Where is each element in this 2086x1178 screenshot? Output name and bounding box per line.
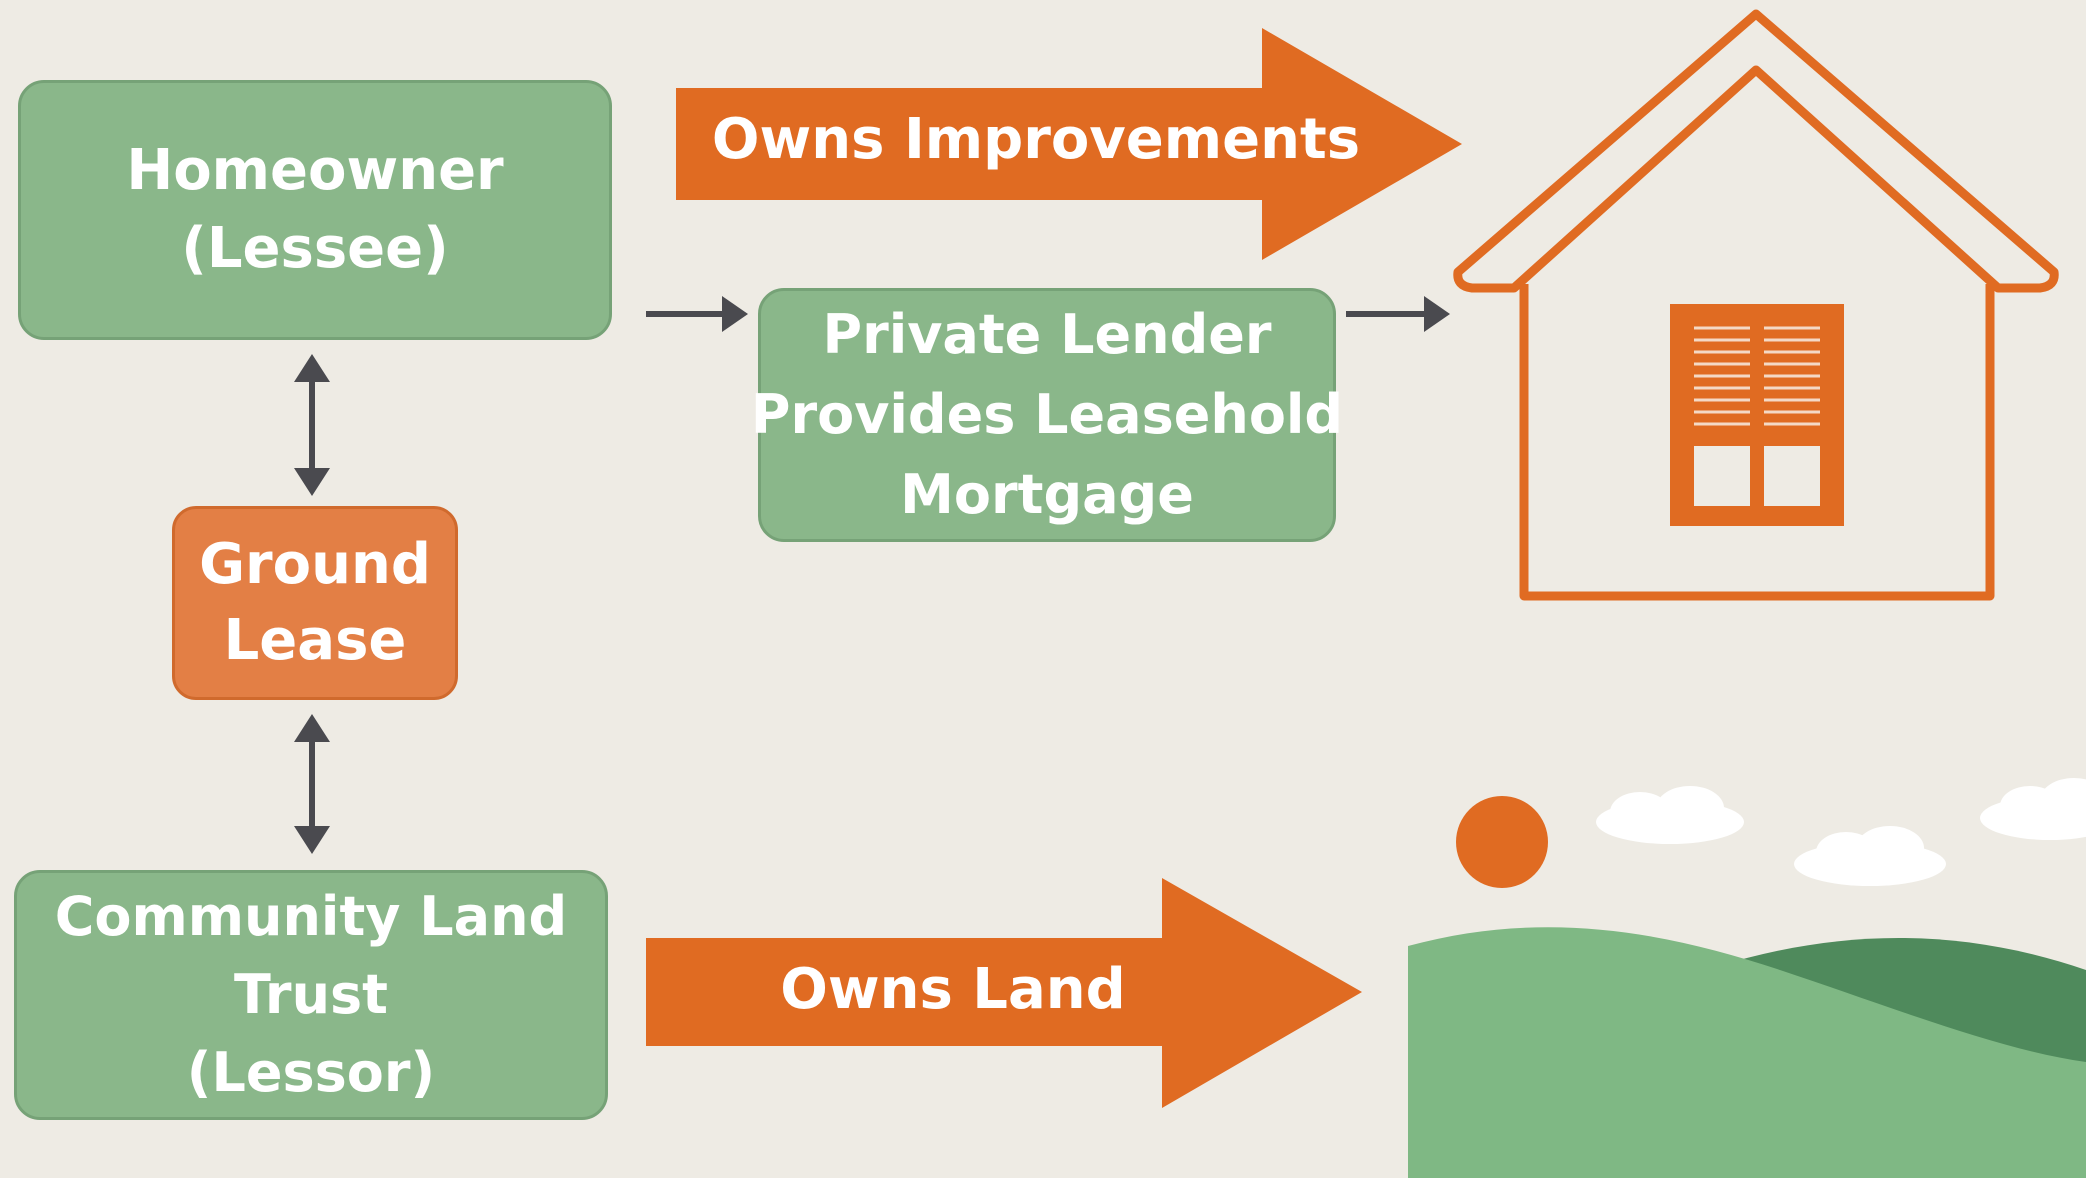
clt-line-1: Community Land xyxy=(54,885,568,948)
lender-line-1: Private Lender xyxy=(822,303,1272,366)
hills-icon xyxy=(1408,927,2086,1178)
house-roof xyxy=(1453,9,2059,293)
arrow-homeowner-ground-lease-top xyxy=(294,354,330,382)
lender-line-2: Provides Leasehold xyxy=(750,383,1344,446)
window-pane-right xyxy=(1764,446,1820,506)
ground-lease-line-1: Ground xyxy=(199,532,431,597)
arrow-homeowner-to-lender-head xyxy=(722,296,748,332)
private-lender-box: Private Lender Provides Leasehold Mortga… xyxy=(751,288,1343,542)
clt-line-3: (Lessor) xyxy=(186,1041,436,1104)
sun-icon xyxy=(1456,796,1548,888)
cloud-icon xyxy=(1596,778,2086,886)
owns-land-arrow xyxy=(646,878,1362,1108)
arrow-homeowner-ground-lease-bottom xyxy=(294,468,330,496)
community-land-trust-box: Community Land Trust (Lessor) xyxy=(14,870,608,1120)
owns-land-label: Owns Land xyxy=(780,957,1126,1022)
arrow-ground-lease-clt-top xyxy=(294,714,330,742)
homeowner-line-2: (Lessee) xyxy=(181,216,449,281)
connector-arrows xyxy=(294,296,1450,854)
owns-improvements-arrow xyxy=(676,28,1462,260)
window-pane-left xyxy=(1694,446,1750,506)
arrow-lender-to-house-head xyxy=(1424,296,1450,332)
house-walls xyxy=(1519,284,1995,601)
ground-lease-box: Ground Lease xyxy=(172,506,458,700)
clt-line-2: Trust xyxy=(234,963,388,1026)
window-icon xyxy=(1670,304,1844,526)
arrow-ground-lease-clt-bottom xyxy=(294,826,330,854)
homeowner-line-1: Homeowner xyxy=(126,138,504,203)
homeowner-box: Homeowner (Lessee) xyxy=(18,80,612,340)
lender-line-3: Mortgage xyxy=(900,463,1194,526)
house-icon xyxy=(1453,9,2059,601)
ground-lease-line-2: Lease xyxy=(223,608,407,673)
owns-improvements-label: Owns Improvements xyxy=(711,107,1361,172)
hill-light xyxy=(1408,927,2086,1178)
